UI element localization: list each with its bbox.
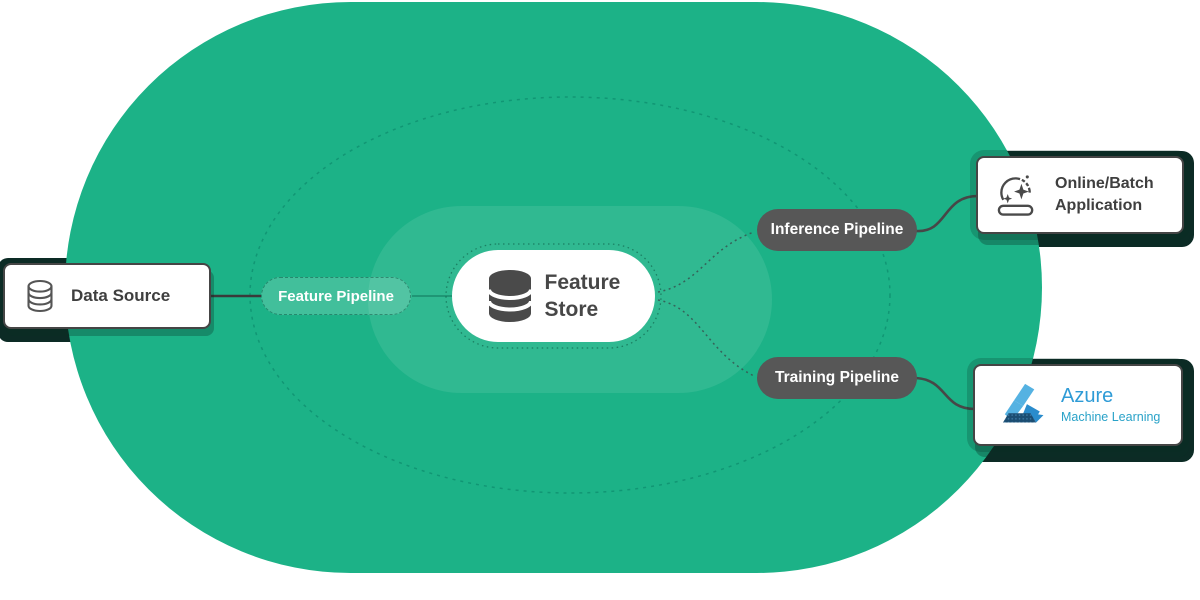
edge-featurestore-training: [657, 299, 755, 377]
database-icon: [486, 270, 533, 322]
azure-text: Azure Machine Learning: [1061, 385, 1160, 424]
training-pipeline-label: Training Pipeline: [774, 369, 900, 386]
edge-inference-onlinebatch: [915, 194, 979, 233]
inference-pipeline-label: Inference Pipeline: [770, 221, 904, 238]
database-outline-icon: [27, 279, 53, 313]
azure-title-label: Azure: [1061, 385, 1114, 408]
azure-subtitle-label: Machine Learning: [1061, 410, 1161, 425]
feature-store-dotted-outline: [445, 243, 662, 349]
online-batch-application-label: Online/Batch Application: [1055, 175, 1154, 214]
azure-ml-logo: [1003, 383, 1044, 423]
training-pipeline-node: Training Pipeline: [757, 357, 917, 399]
edge-training-azure: [915, 376, 976, 411]
edge-featurestore-inference: [657, 231, 755, 293]
crystal-ball-icon: [997, 174, 1034, 216]
data-source-label: Data Source: [71, 286, 171, 305]
feature-store-label: Feature Store: [544, 271, 621, 321]
feature-pipeline-node: Feature Pipeline: [261, 277, 411, 315]
inference-pipeline-node: Inference Pipeline: [757, 209, 917, 251]
online-batch-application-node: Online/Batch Application: [976, 156, 1184, 234]
feature-store-node: Feature Store: [452, 250, 655, 342]
feature-pipeline-label: Feature Pipeline: [278, 287, 394, 305]
data-source-node: Data Source: [3, 263, 211, 329]
azure-ml-node: Azure Machine Learning: [973, 364, 1183, 446]
